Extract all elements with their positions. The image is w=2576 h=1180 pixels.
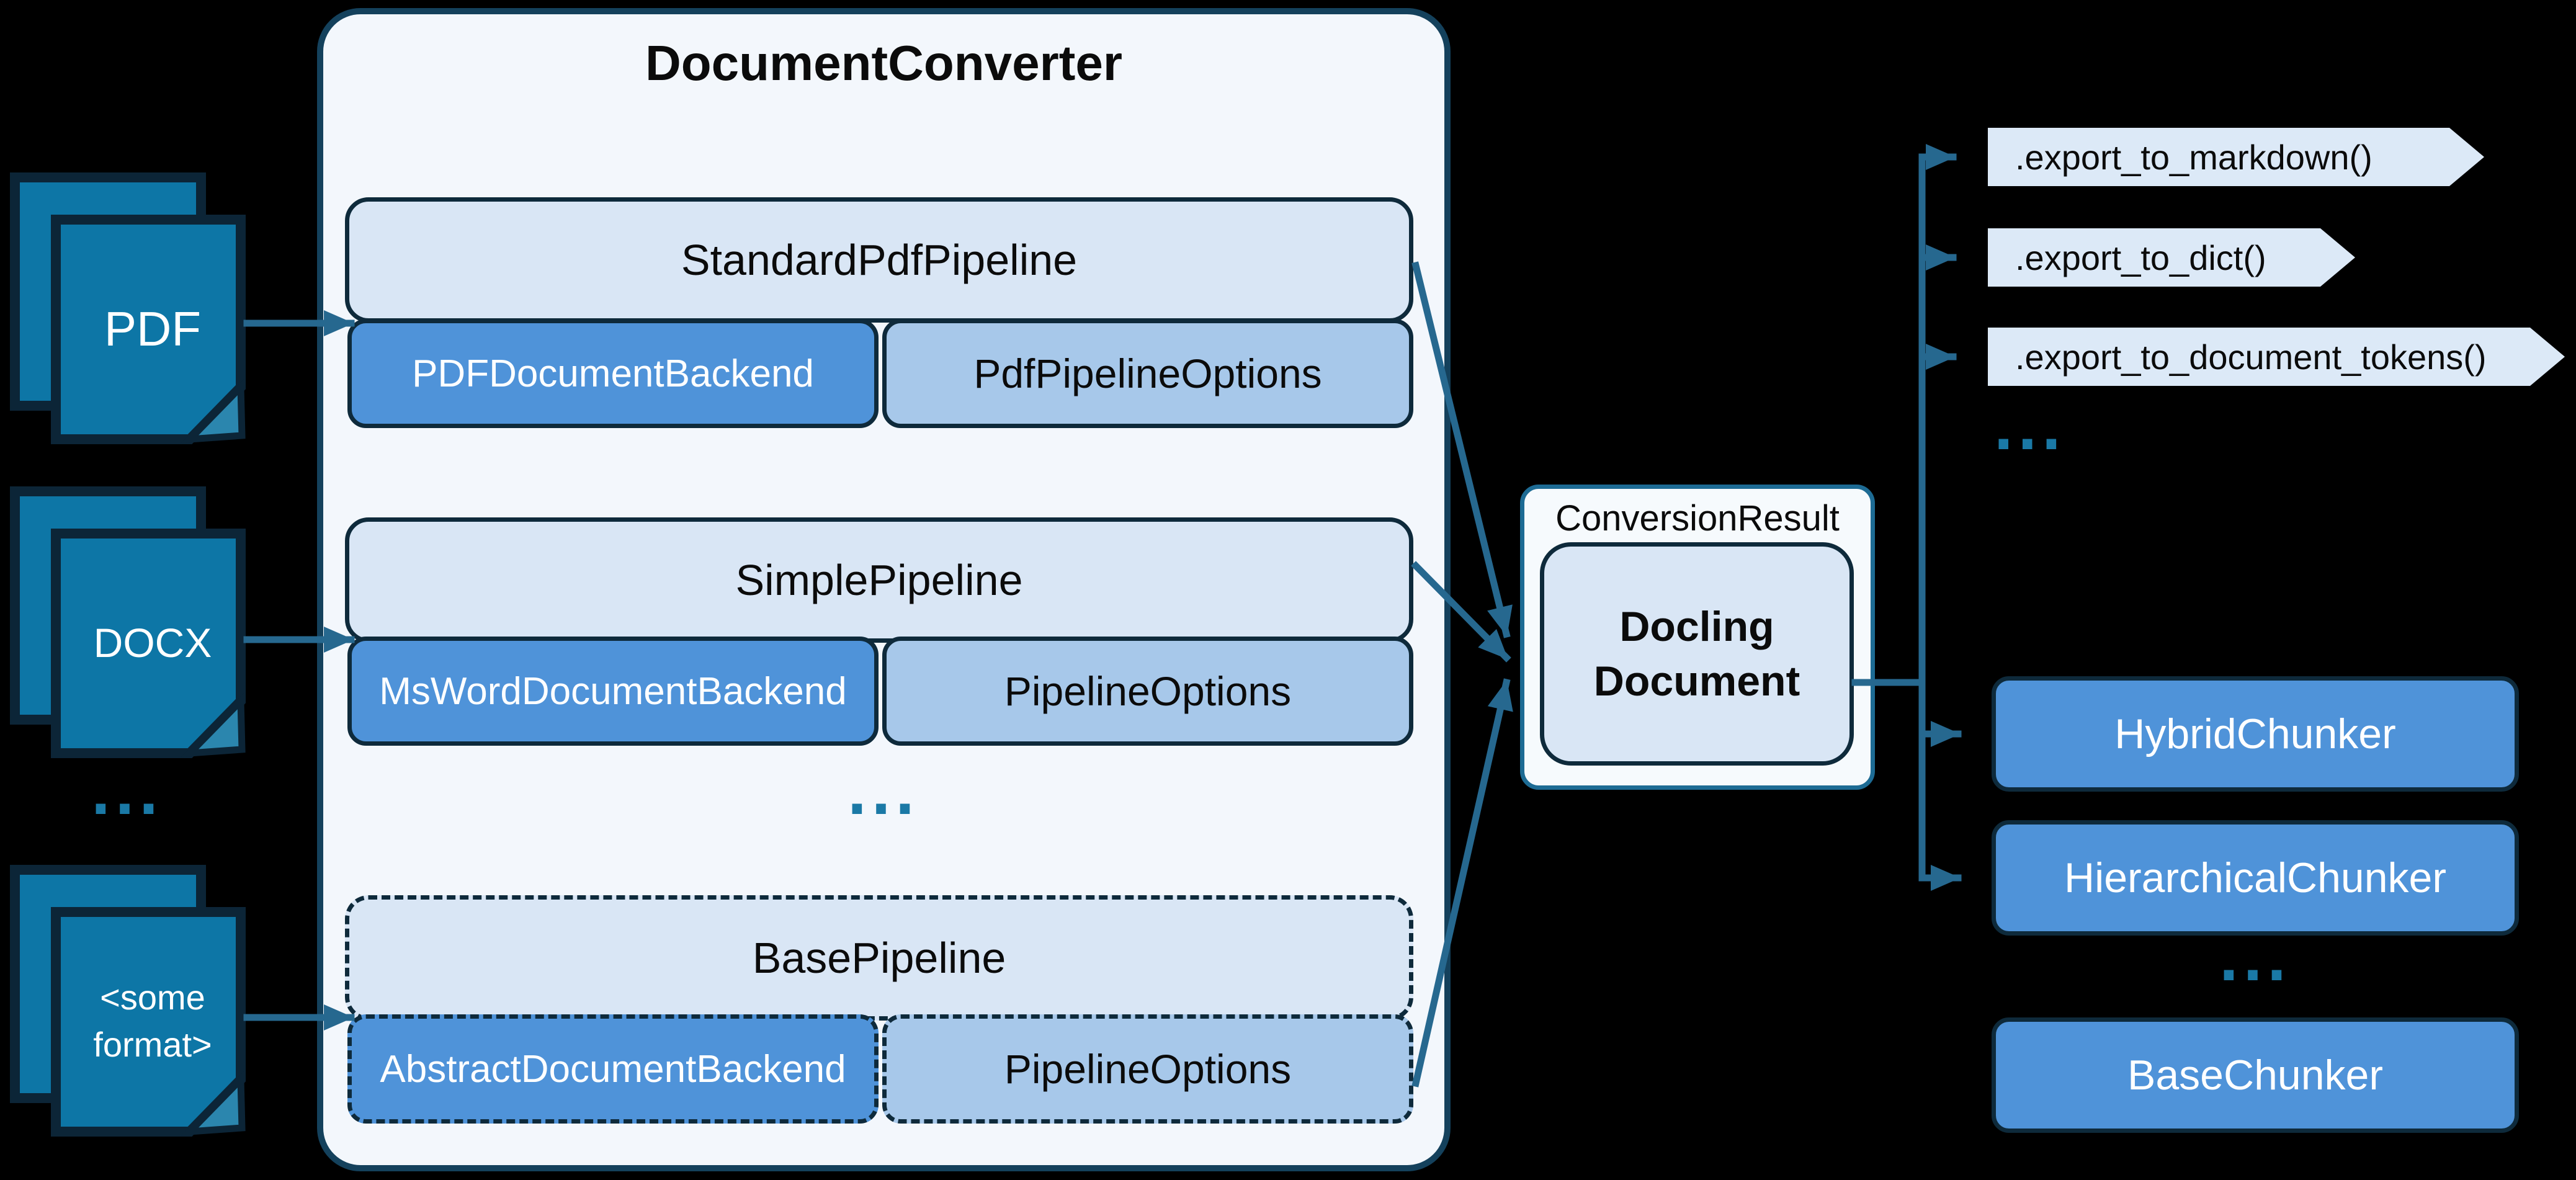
pdf-pipeline-options-box: PdfPipelineOptions bbox=[882, 319, 1413, 428]
some-format-documents-icon bbox=[10, 865, 246, 1137]
pdf-document-backend-box: PDFDocumentBackend bbox=[347, 319, 879, 428]
docling-document-box: Docling Document bbox=[1540, 542, 1854, 766]
abstract-document-backend-box: AbstractDocumentBackend bbox=[347, 1014, 879, 1124]
export-to-document-tokens-tag: .export_to_document_tokens() bbox=[1988, 328, 2565, 386]
exports-ellipsis: ... bbox=[1994, 388, 2066, 464]
converter-ellipsis: ... bbox=[847, 753, 919, 829]
hybrid-chunker-box: HybridChunker bbox=[1992, 676, 2519, 792]
base-chunker-box: BaseChunker bbox=[1992, 1017, 2519, 1133]
input-some-format-label: <some format> bbox=[93, 978, 212, 1064]
input-docx-label: DOCX bbox=[93, 620, 212, 666]
export-to-dict-tag: .export_to_dict() bbox=[1988, 228, 2355, 287]
msword-document-backend-box: MsWordDocumentBackend bbox=[347, 637, 879, 746]
chunkers-ellipsis: ... bbox=[2219, 919, 2291, 995]
docx-documents-icon bbox=[10, 486, 246, 758]
export-to-markdown-tag: .export_to_markdown() bbox=[1988, 128, 2484, 186]
base-pipeline-options-box: PipelineOptions bbox=[882, 1014, 1413, 1124]
conversion-result-label: ConversionResult bbox=[1555, 498, 1840, 539]
inputs-ellipsis: ... bbox=[91, 753, 163, 829]
document-converter-title: DocumentConverter bbox=[645, 35, 1123, 91]
input-pdf-label: PDF bbox=[104, 301, 201, 356]
pipeline-options-box: PipelineOptions bbox=[882, 637, 1413, 746]
standard-pdf-pipeline-box: StandardPdfPipeline bbox=[345, 197, 1413, 323]
simple-pipeline-box: SimplePipeline bbox=[345, 517, 1413, 643]
pdf-documents-icon bbox=[10, 172, 246, 444]
base-pipeline-box: BasePipeline bbox=[345, 895, 1413, 1021]
hierarchical-chunker-box: HierarchicalChunker bbox=[1992, 820, 2519, 936]
